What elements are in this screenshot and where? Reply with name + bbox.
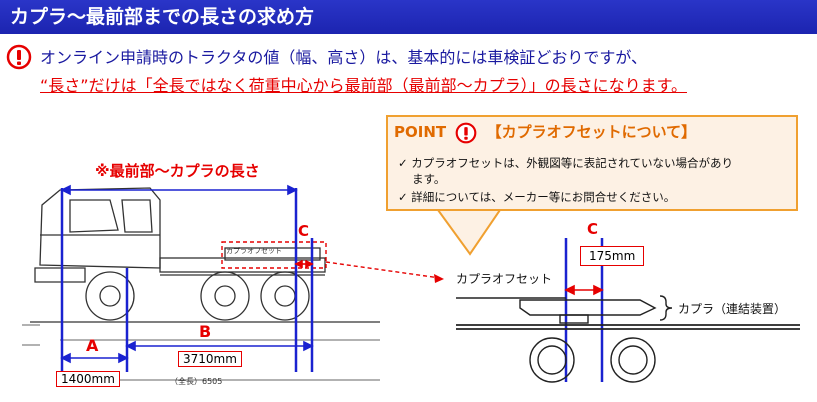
dim-c: 175mm	[580, 246, 645, 266]
total-length-note: （全長）6505	[170, 377, 223, 386]
point-item: ✓ 詳細については、メーカー等にお問合せください。	[398, 190, 676, 204]
page-title: カプラ〜最前部までの長さの求め方	[0, 0, 817, 34]
point-title: POINT 【カプラオフセットについて】	[394, 121, 696, 144]
length-label: ※最前部〜カプラの長さ	[95, 162, 260, 180]
exclamation-icon	[6, 44, 32, 70]
point-item: ます。	[412, 172, 446, 186]
intro-line-2: “長さ”だけは「全長ではなく荷重中心から最前部（最前部〜カプラ）」の長さになりま…	[40, 76, 687, 95]
dim-a: 1400mm	[56, 371, 120, 387]
intro-line-1: オンライン申請時のトラクタの値（幅、高さ）は、基本的には車検証どおりですが、	[40, 48, 648, 67]
coupler-detail	[456, 295, 800, 383]
label-b: B	[199, 322, 212, 341]
label-c-left: C	[298, 222, 310, 240]
label-a: A	[86, 336, 99, 355]
offset-highlight-box	[221, 241, 327, 269]
coupler-label: カプラ（連結装置）	[678, 302, 787, 316]
point-item: ✓ カプラオフセットは、外観図等に表記されていない場合があり	[398, 156, 733, 170]
coupler-offset-label: カプラオフセット	[456, 272, 553, 286]
label-c-right: C	[587, 220, 599, 238]
truck-sketch	[22, 187, 380, 381]
exclamation-icon	[455, 122, 477, 143]
point-callout: POINT 【カプラオフセットについて】 ✓ カプラオフセットは、外観図等に表記…	[386, 115, 798, 211]
dim-b: 3710mm	[178, 351, 242, 367]
drawing-offset-note: カプラオフセット	[226, 247, 282, 255]
